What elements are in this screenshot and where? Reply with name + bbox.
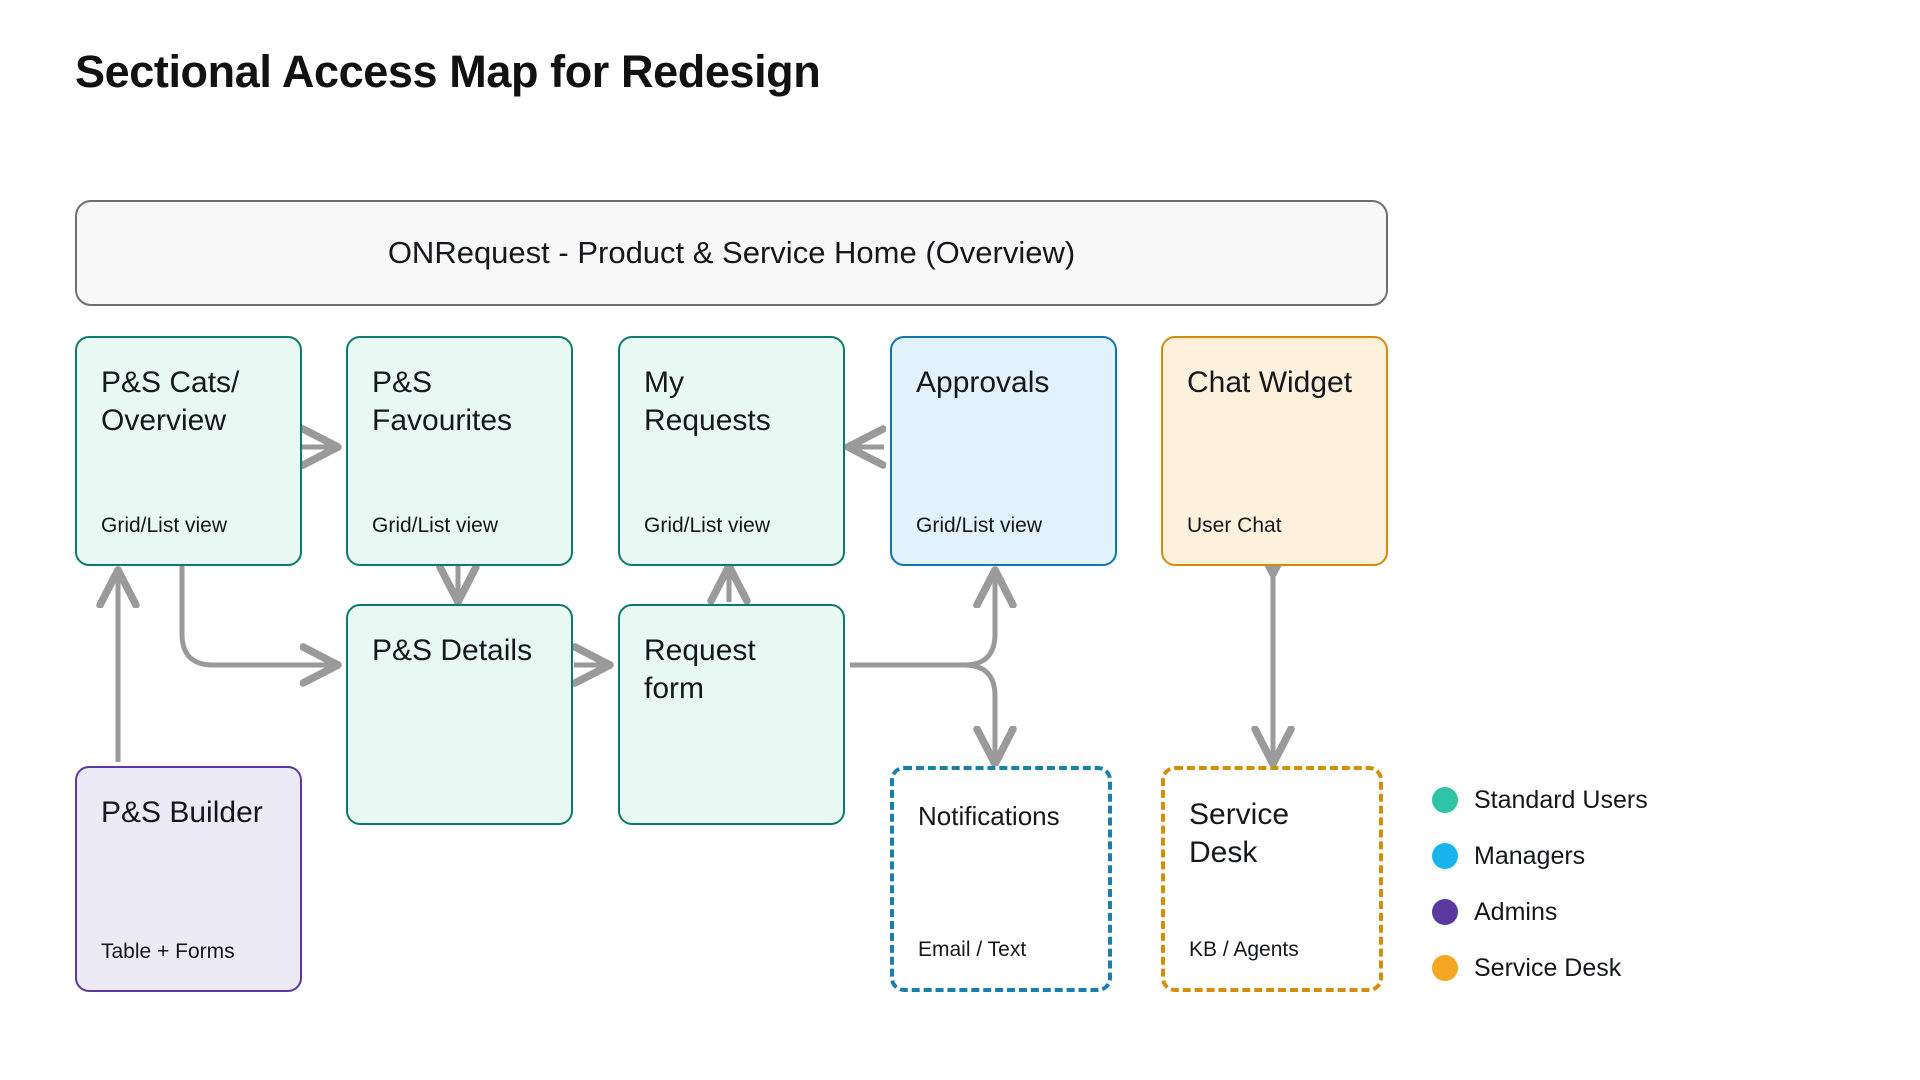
legend-item-admins: Admins <box>1432 884 1648 940</box>
node-title: P&S Details <box>372 634 533 667</box>
legend-color-swatch-icon <box>1432 899 1458 925</box>
legend-item-service-desk: Service Desk <box>1432 940 1648 996</box>
node-subtitle: Email / Text <box>918 938 1027 961</box>
node-title: Chat Widget <box>1187 366 1353 399</box>
header-node-label: ONRequest - Product & Service Home (Over… <box>387 235 1076 270</box>
node-title: Notifications <box>918 801 1060 831</box>
node-subtitle: User Chat <box>1187 514 1282 537</box>
node-subtitle: Grid/List view <box>916 514 1043 537</box>
node-title: My Requests <box>644 366 771 438</box>
node-ps-favourites[interactable]: P&S Favourites Grid/List view <box>346 336 573 566</box>
node-ps-details[interactable]: P&S Details <box>346 604 573 825</box>
node-notifications[interactable]: Notifications Email / Text <box>890 766 1112 992</box>
header-node-overview[interactable]: ONRequest - Product & Service Home (Over… <box>75 200 1388 306</box>
node-title: Service Desk <box>1189 798 1290 870</box>
legend-color-swatch-icon <box>1432 843 1458 869</box>
node-chat-widget[interactable]: Chat Widget User Chat <box>1161 336 1388 566</box>
node-title: P&S Builder <box>101 796 263 829</box>
connector-requestform-to-approvals <box>850 572 995 668</box>
legend-label: Standard Users <box>1474 785 1648 814</box>
node-service-desk[interactable]: Service Desk KB / Agents <box>1161 766 1383 992</box>
node-subtitle: KB / Agents <box>1189 938 1299 961</box>
node-title: P&S Favourites <box>372 366 513 438</box>
node-subtitle: Grid/List view <box>101 514 228 537</box>
legend-color-swatch-icon <box>1432 787 1458 813</box>
node-title: Approvals <box>916 366 1050 399</box>
legend-item-managers: Managers <box>1432 828 1648 884</box>
node-title: P&S Cats/ Overview <box>101 366 240 438</box>
legend-item-standard-users: Standard Users <box>1432 772 1648 828</box>
page-title: Sectional Access Map for Redesign <box>75 46 821 97</box>
legend-label: Admins <box>1474 897 1558 926</box>
node-approvals[interactable]: Approvals Grid/List view <box>890 336 1117 566</box>
connector-cats-to-details-elbow <box>179 566 336 665</box>
legend: Standard Users Managers Admins Service D… <box>1432 772 1648 996</box>
node-subtitle: Grid/List view <box>644 514 771 537</box>
legend-label: Managers <box>1474 841 1586 870</box>
node-ps-cats-overview[interactable]: P&S Cats/ Overview Grid/List view <box>75 336 302 566</box>
node-subtitle: Table + Forms <box>101 940 235 963</box>
node-request-form[interactable]: Request form <box>618 604 845 825</box>
legend-color-swatch-icon <box>1432 955 1458 981</box>
node-title: Request form <box>644 634 756 706</box>
legend-label: Service Desk <box>1474 953 1622 982</box>
connector-requestform-to-notifications <box>963 662 995 762</box>
node-ps-builder[interactable]: P&S Builder Table + Forms <box>75 766 302 992</box>
node-subtitle: Grid/List view <box>372 514 499 537</box>
node-my-requests[interactable]: My Requests Grid/List view <box>618 336 845 566</box>
